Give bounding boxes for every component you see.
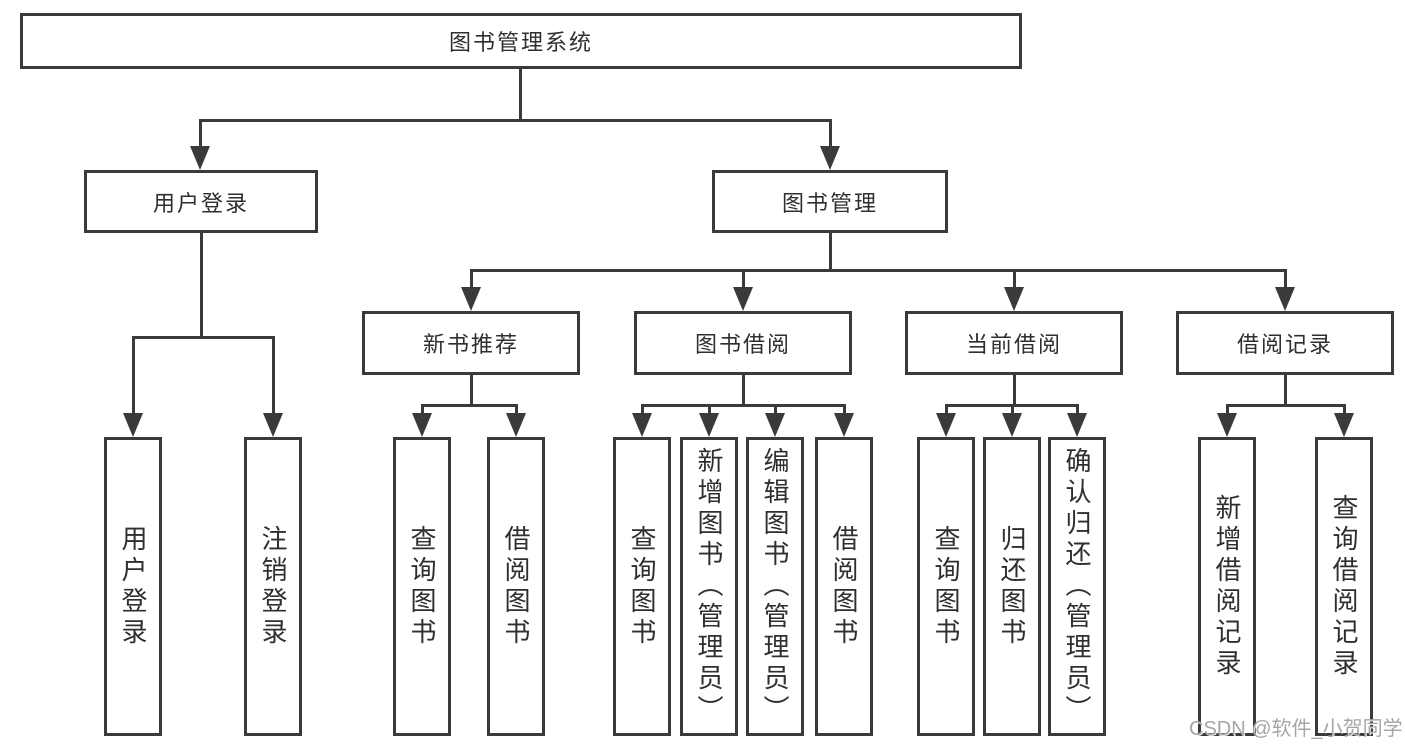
arrow-down-icon: [1067, 413, 1087, 437]
connector-line: [1343, 404, 1346, 416]
arrow-down-icon: [765, 413, 785, 437]
node-label: 借阅图书: [829, 524, 859, 649]
arrow-down-icon: [834, 413, 854, 437]
connector-line: [132, 336, 275, 339]
leaf-return-books: 归还图书: [983, 437, 1041, 736]
connector-line: [1076, 404, 1079, 416]
node-label: 编辑图书（管理员）: [760, 447, 790, 726]
arrow-down-icon: [506, 413, 526, 437]
connector-line: [1226, 404, 1229, 416]
leaf-add-book-admin: 新增图书（管理员）: [680, 437, 738, 736]
connector-line: [774, 404, 777, 416]
csdn-watermark: CSDN @软件_小贺同学: [1189, 718, 1403, 740]
arrow-down-icon: [936, 413, 956, 437]
node-label: 确认归还（管理员）: [1062, 447, 1092, 726]
node-label: 查询图书: [407, 524, 437, 649]
connector-line: [1284, 269, 1287, 290]
node-label: 查询图书: [931, 524, 961, 649]
arrow-down-icon: [733, 287, 753, 311]
node-label: 图书管理系统: [448, 30, 593, 55]
connector-line: [272, 336, 275, 416]
connector-line: [829, 119, 832, 149]
arrow-down-icon: [1217, 413, 1237, 437]
connector-line: [829, 232, 832, 269]
arrow-down-icon: [1002, 413, 1022, 437]
connector-line: [519, 69, 522, 119]
connector-line: [470, 374, 473, 404]
connector-line: [1284, 374, 1287, 404]
connector-line: [470, 269, 473, 290]
node-label: 借阅记录: [1236, 332, 1333, 357]
node-label: 当前借阅: [965, 332, 1062, 357]
node-new-book-recommendation: 新书推荐: [362, 311, 580, 375]
arrow-down-icon: [820, 146, 840, 170]
node-book-management: 图书管理: [712, 170, 948, 233]
leaf-confirm-return-admin: 确认归还（管理员）: [1048, 437, 1106, 736]
leaf-borrow-books-borrowing: 借阅图书: [815, 437, 873, 736]
connector-line: [199, 119, 202, 149]
node-label: 查询借阅记录: [1329, 493, 1359, 680]
connector-line: [1226, 404, 1345, 407]
connector-line: [470, 269, 1286, 272]
connector-line: [1011, 404, 1014, 416]
connector-line: [641, 404, 845, 407]
connector-line: [708, 404, 711, 416]
leaf-logout: 注销登录: [244, 437, 302, 736]
connector-line: [843, 404, 846, 416]
arrow-down-icon: [412, 413, 432, 437]
node-current-borrowing: 当前借阅: [905, 311, 1123, 375]
node-label: 新书推荐: [422, 332, 519, 357]
arrow-down-icon: [461, 287, 481, 311]
connector-line: [515, 404, 518, 416]
connector-line: [1013, 374, 1016, 404]
connector-line: [1013, 269, 1016, 290]
arrow-down-icon: [1334, 413, 1354, 437]
leaf-query-borrow-record: 查询借阅记录: [1315, 437, 1373, 736]
arrow-down-icon: [699, 413, 719, 437]
node-user-login: 用户登录: [84, 170, 318, 233]
connector-line: [199, 119, 832, 122]
connector-line: [641, 404, 644, 416]
node-label: 图书管理: [781, 190, 878, 216]
leaf-user-login: 用户登录: [104, 437, 162, 736]
connector-line: [421, 404, 424, 416]
connector-line: [132, 336, 135, 416]
leaf-add-borrow-record: 新增借阅记录: [1198, 437, 1256, 736]
node-book-borrowing: 图书借阅: [634, 311, 852, 375]
leaf-query-books-recommend: 查询图书: [393, 437, 451, 736]
node-label: 图书借阅: [694, 332, 791, 357]
node-label: 查询图书: [627, 524, 657, 649]
node-borrowing-records: 借阅记录: [1176, 311, 1394, 375]
node-label: 新增借阅记录: [1212, 493, 1242, 680]
node-label: 归还图书: [997, 524, 1027, 649]
arrow-down-icon: [263, 413, 283, 437]
connector-line: [945, 404, 948, 416]
leaf-query-books-current: 查询图书: [917, 437, 975, 736]
leaf-borrow-books-recommend: 借阅图书: [487, 437, 545, 736]
arrow-down-icon: [632, 413, 652, 437]
node-label: 用户登录: [118, 524, 148, 649]
node-library-system: 图书管理系统: [20, 13, 1022, 69]
node-label: 借阅图书: [501, 524, 531, 649]
arrow-down-icon: [123, 413, 143, 437]
arrow-down-icon: [1004, 287, 1024, 311]
connector-line: [200, 232, 203, 336]
connector-line: [742, 269, 745, 290]
leaf-edit-book-admin: 编辑图书（管理员）: [746, 437, 804, 736]
arrow-down-icon: [190, 146, 210, 170]
arrow-down-icon: [1275, 287, 1295, 311]
leaf-query-books-borrowing: 查询图书: [613, 437, 671, 736]
node-label: 新增图书（管理员）: [694, 447, 724, 726]
node-label: 用户登录: [152, 190, 249, 216]
node-label: 注销登录: [258, 524, 288, 649]
connector-line: [421, 404, 518, 407]
connector-line: [742, 374, 745, 404]
